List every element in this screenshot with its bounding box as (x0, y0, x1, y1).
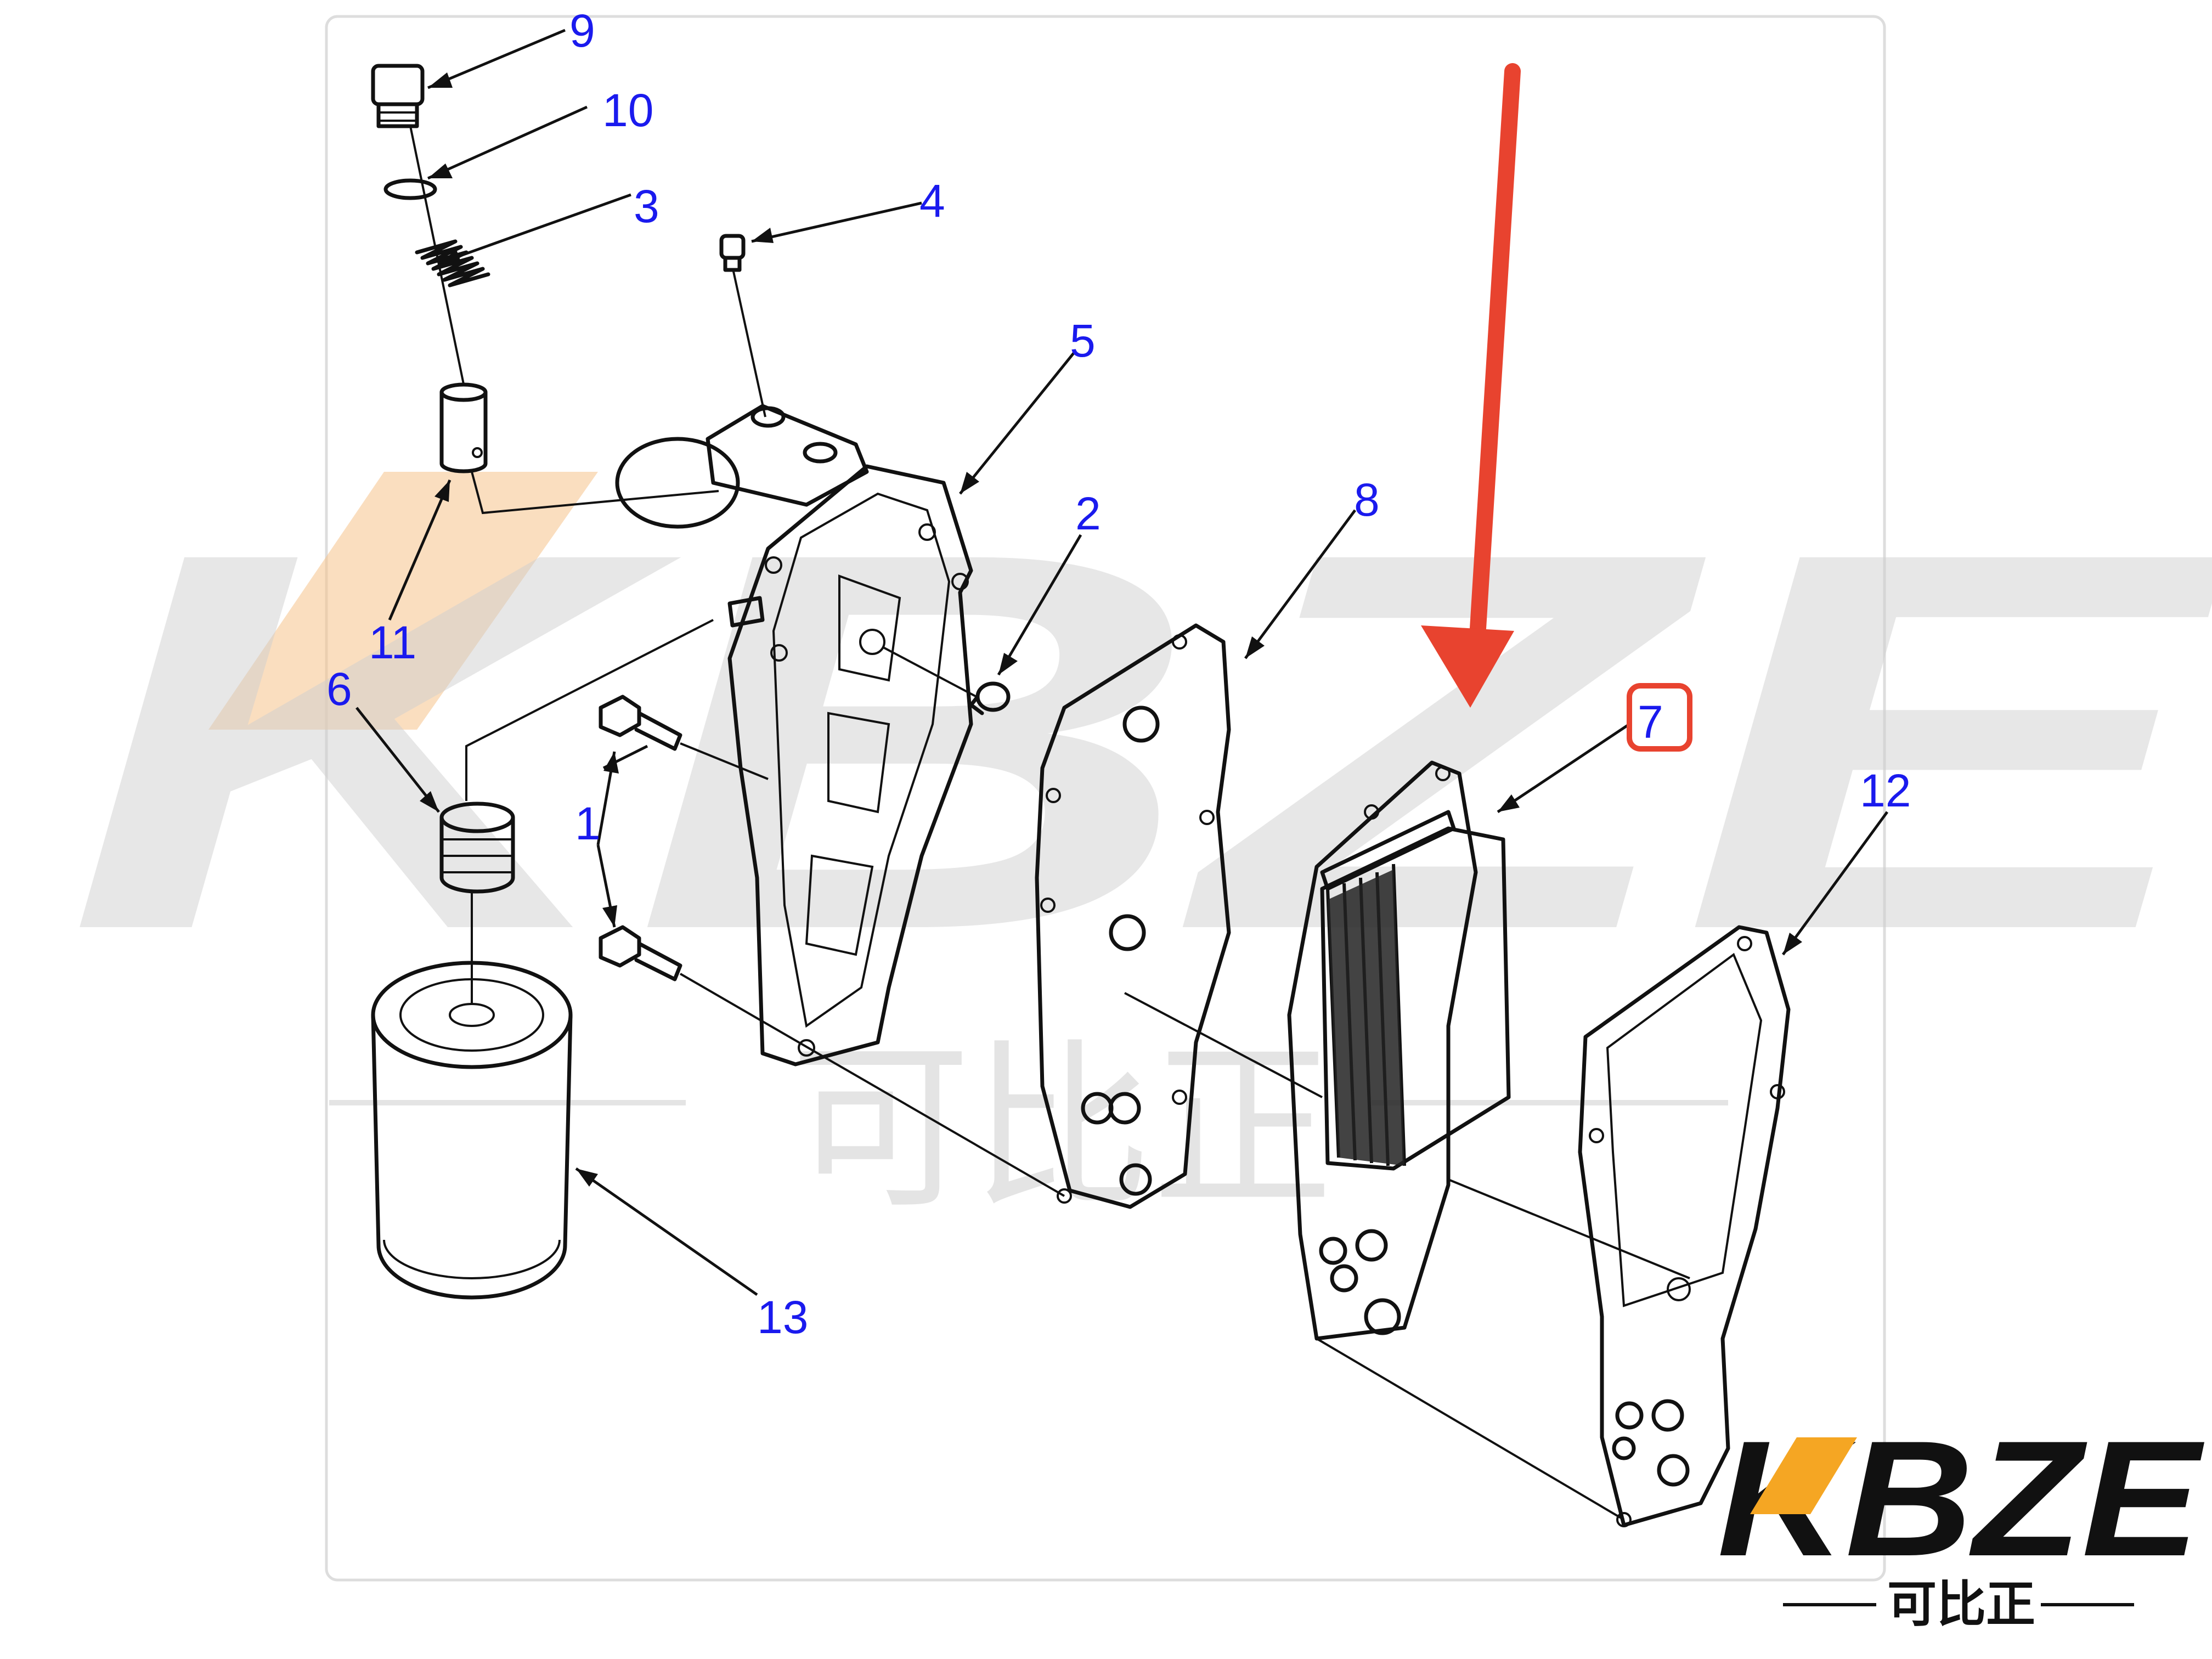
part-4-plug (719, 234, 746, 272)
part-5-filter-head (615, 404, 973, 1066)
part-10-o-ring (383, 178, 437, 200)
callout-8: 8 (1354, 474, 1380, 526)
callout-7-highlight (1627, 683, 1692, 752)
callout-7: 7 (1638, 696, 1663, 748)
callout-3: 3 (634, 180, 659, 232)
part-12-gasket (1578, 925, 1791, 1527)
callout-2: 2 (1075, 488, 1101, 539)
watermark-chinese: 可比正 (790, 1023, 1333, 1233)
leader-lines (356, 29, 1889, 1296)
callout-4: 4 (919, 175, 945, 227)
part-6-valve (439, 802, 515, 894)
axis-line-6 (465, 619, 714, 801)
part-2-plug (969, 681, 1011, 715)
part-1-bolts (599, 695, 682, 981)
part-11-valve (439, 382, 488, 473)
callout-6: 6 (326, 663, 352, 715)
callout-9: 9 (569, 5, 595, 57)
part-13-oil-filter (371, 961, 573, 1300)
callout-11: 11 (369, 617, 416, 668)
red-arrow-indicator (1421, 63, 1521, 708)
callout-5: 5 (1070, 315, 1096, 366)
logo-chinese: 可比正 (1887, 1576, 2035, 1633)
figure-frame (325, 15, 1886, 1582)
axis-line-11 (471, 471, 719, 515)
part-7-oil-cooler (1287, 760, 1511, 1341)
callout-13: 13 (757, 1291, 808, 1343)
axis-line-9 (409, 126, 465, 385)
logo-accent (1750, 1437, 1857, 1514)
callout-10: 10 (602, 84, 653, 136)
kbze-logo: KBZE 可比正 (1717, 1406, 2207, 1633)
callout-12: 12 (1860, 765, 1911, 816)
callout-1: 1 (575, 798, 601, 849)
callout-labels: 9 10 3 4 5 2 8 11 6 7 12 1 13 (326, 5, 1911, 1343)
cooler-fins (1326, 864, 1406, 1166)
part-8-gasket (1035, 623, 1231, 1209)
part-9-plug (371, 64, 425, 128)
